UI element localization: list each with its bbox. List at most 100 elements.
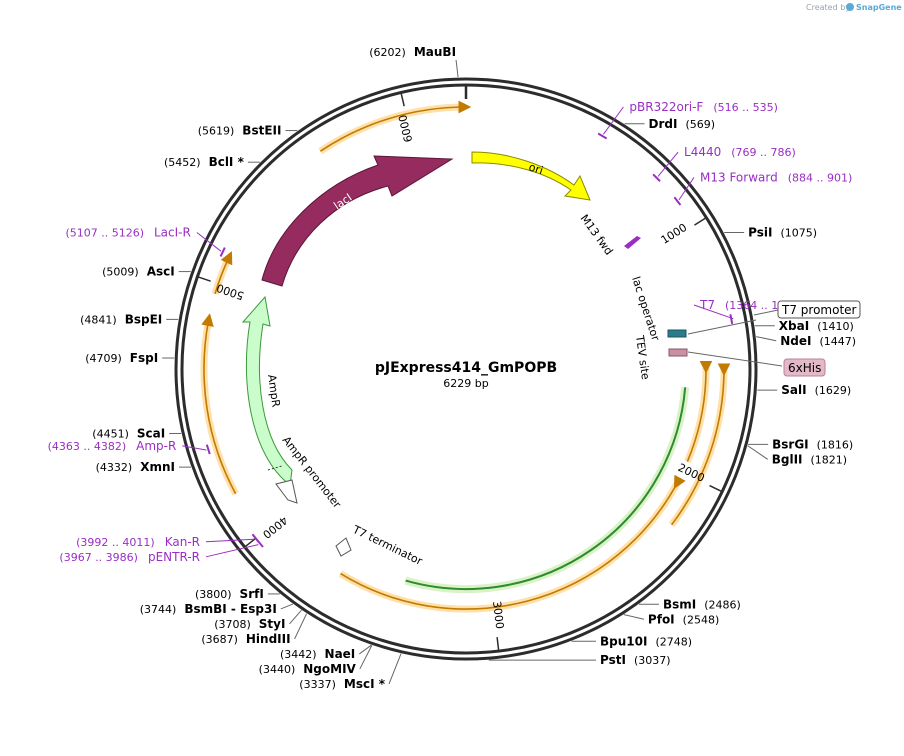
- primer-leader-pbr322ori-f: [602, 106, 624, 135]
- site-leader-maubi: [455, 59, 459, 78]
- tick-label: 4000: [260, 513, 290, 541]
- site-name: NgoMIV: [303, 662, 356, 676]
- site-label-psii[interactable]: PsiI(1075): [748, 225, 817, 239]
- site-name: BsmI: [663, 597, 696, 611]
- site-label-bspei[interactable]: (4841)BspEI: [80, 312, 162, 326]
- ori-label: ori: [527, 160, 545, 177]
- ori-feature[interactable]: [471, 151, 591, 201]
- site-label-bpu10i[interactable]: Bpu10I(2748): [600, 634, 692, 648]
- site-position: (4332): [96, 461, 133, 474]
- primer-label-pentr-r[interactable]: (3967 .. 3986)pENTR-R: [59, 550, 200, 564]
- primer-mark-pbr322ori-f[interactable]: [597, 132, 608, 140]
- site-label-pfoi[interactable]: PfoI(2548): [648, 612, 719, 626]
- site-name: NaeI: [325, 647, 356, 661]
- site-position: (5619): [198, 125, 235, 138]
- site-leader-msci: [388, 653, 402, 685]
- primer-mark-l4440[interactable]: [652, 173, 661, 182]
- primer-label-kan-r[interactable]: (3992 .. 4011)Kan-R: [76, 535, 200, 549]
- site-name: BglII: [772, 452, 803, 466]
- site-name: NdeI: [780, 334, 811, 348]
- site-leader-ndei: [756, 336, 777, 342]
- site-label-xbai[interactable]: XbaI(1410): [779, 319, 854, 333]
- site-name: BsrGI: [772, 437, 809, 451]
- orf-top[interactable]: [319, 100, 472, 152]
- backbone-outer-ring: [174, 77, 758, 661]
- AmpR-promoter-feature[interactable]: [275, 479, 298, 504]
- site-label-styi[interactable]: (3708)StyI: [214, 617, 285, 631]
- sixhis-label: 6xHis: [788, 361, 821, 375]
- AmpR-feature[interactable]: [241, 295, 293, 486]
- primer-leader-t7: [693, 304, 734, 320]
- primer-leader-pentr-r: [205, 544, 259, 558]
- AmpR-label: AmpR: [265, 374, 282, 409]
- site-label-maubi[interactable]: (6202)MauBI: [369, 45, 456, 59]
- lac-operator-feature[interactable]: [667, 329, 687, 338]
- site-label-bsmi[interactable]: BsmI(2486): [663, 597, 741, 611]
- site-leader-styi: [289, 609, 302, 625]
- site-label-bglii[interactable]: BglII (1821): [772, 452, 847, 466]
- site-label-msci[interactable]: (3337)MscI *: [299, 677, 385, 691]
- orf-bottom[interactable]: [340, 474, 686, 610]
- site-label-ngomiv[interactable]: (3440)NgoMIV: [259, 662, 357, 676]
- site-label-bsrgi[interactable]: BsrGI(1816): [772, 437, 853, 451]
- site-leader-bsmbi-esp3i: [280, 603, 293, 610]
- cds-arc[interactable]: [405, 387, 687, 591]
- site-label-bcli[interactable]: (5452)BclI *: [164, 155, 245, 169]
- orf-left-upper[interactable]: [214, 251, 233, 295]
- site-position: (4451): [92, 427, 129, 440]
- site-leader-hindiii: [294, 613, 308, 640]
- primer-mark-t7[interactable]: [729, 314, 734, 325]
- primer-leader-l4440: [657, 151, 679, 177]
- site-position: (3744): [140, 603, 177, 616]
- primer-mark-m13-forward[interactable]: [673, 196, 682, 206]
- t7-promoter-box[interactable]: [777, 300, 861, 319]
- site-label-ndei[interactable]: NdeI(1447): [780, 334, 856, 348]
- site-label-scai[interactable]: (4451)ScaI: [92, 426, 165, 440]
- orf-left[interactable]: [201, 313, 237, 495]
- lac-operator-connector: [687, 319, 757, 335]
- site-label-srfi[interactable]: (3800)SrfI: [195, 587, 264, 601]
- primer-position: (3967 .. 3986): [59, 551, 138, 564]
- orf-right-inner[interactable]: [686, 360, 713, 462]
- M13-fwd-feature[interactable]: [624, 236, 641, 249]
- primer-label-m13-forward[interactable]: M13 Forward(884 .. 901): [700, 170, 852, 184]
- sixhis-box[interactable]: [783, 358, 826, 377]
- site-position: (4841): [80, 313, 117, 326]
- site-label-naei[interactable]: (3442)NaeI: [280, 647, 355, 661]
- lacI-feature[interactable]: [261, 155, 454, 287]
- site-position: (1821): [811, 453, 848, 466]
- primer-label-pbr322ori-f[interactable]: pBR322ori-F(516 .. 535): [629, 100, 778, 114]
- primer-leader-m13-forward: [678, 177, 695, 201]
- TEV-site-label: TEV site: [633, 334, 652, 381]
- site-label-asci[interactable]: (5009)AscI: [102, 265, 175, 279]
- primer-label-laci-r[interactable]: (5107 .. 5126)LacI-R: [65, 225, 190, 239]
- site-name: PsiI: [748, 225, 772, 239]
- primer-position: (769 .. 786): [731, 146, 796, 159]
- TEV-site-feature[interactable]: [668, 348, 688, 357]
- site-label-fspi[interactable]: (4709)FspI: [85, 351, 158, 365]
- credit-prefix: Created by: [806, 3, 850, 12]
- site-label-xmni[interactable]: (4332)XmnI: [96, 460, 175, 474]
- orf-right-outer[interactable]: [670, 363, 731, 526]
- tick-label: 1000: [659, 221, 690, 247]
- orf-right-inner-band: [684, 367, 710, 463]
- site-position: (3708): [214, 618, 251, 631]
- site-name: MscI *: [344, 677, 386, 691]
- tick-label: 5000: [215, 281, 246, 302]
- site-label-hindiii[interactable]: (3687)HindIII: [201, 632, 290, 646]
- T7-terminator-feature[interactable]: [335, 537, 352, 557]
- site-label-bsmbi-esp3i[interactable]: (3744)BsmBI - Esp3I: [140, 602, 277, 616]
- site-position: (3800): [195, 588, 232, 601]
- primer-mark-pentr-r[interactable]: [255, 538, 264, 548]
- primer-mark-amp-r[interactable]: [205, 444, 211, 455]
- site-label-psti[interactable]: PstI(3037): [600, 653, 671, 667]
- primer-label-l4440[interactable]: L4440(769 .. 786): [684, 145, 796, 159]
- site-label-sali[interactable]: SalI(1629): [781, 383, 851, 397]
- primer-label-amp-r[interactable]: (4363 .. 4382)Amp-R: [48, 439, 177, 453]
- tick-mark: [400, 92, 405, 107]
- site-position: (5009): [102, 266, 139, 279]
- site-label-drdi[interactable]: DrdI(569): [649, 117, 716, 131]
- site-label-bsteii[interactable]: (5619)BstEII: [198, 124, 282, 138]
- primer-mark-laci-r[interactable]: [219, 247, 226, 257]
- sixhis-connector: [687, 351, 783, 367]
